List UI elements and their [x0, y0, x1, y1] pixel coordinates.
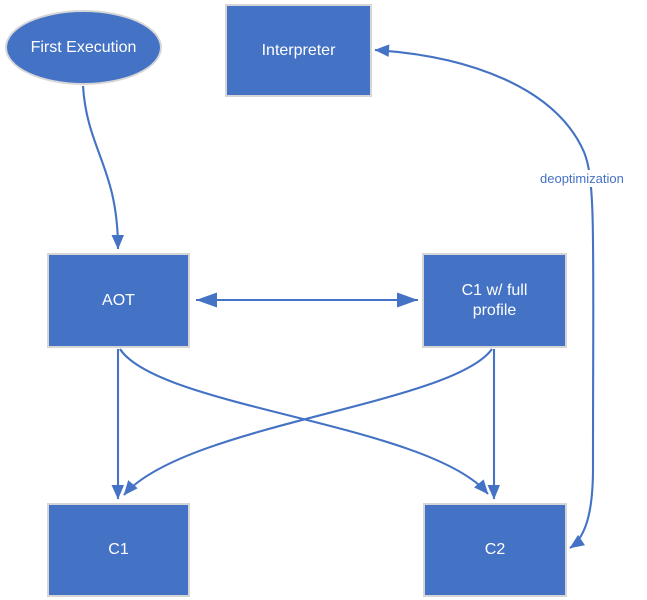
- node-c1-full-profile-label: C1 w/ full profile: [461, 281, 528, 319]
- edge-aot-to-c2: [119, 348, 489, 495]
- node-first-execution: First Execution: [5, 10, 162, 85]
- node-first-execution-label: First Execution: [30, 38, 137, 56]
- node-c1-label: C1: [108, 541, 129, 558]
- node-aot-label: AOT: [102, 291, 135, 309]
- deoptimization-label: deoptimization: [538, 170, 626, 187]
- edge-c1fullprofile-to-c1: [123, 348, 493, 496]
- edge-first-execution-to-aot: [81, 85, 124, 250]
- edge-c2-interpreter-deoptimization: [374, 44, 595, 549]
- node-interpreter-label: Interpreter: [261, 41, 336, 59]
- node-interpreter: Interpreter: [225, 4, 372, 97]
- node-c2: C2: [423, 503, 567, 597]
- node-c1-full-profile: C1 w/ full profile: [422, 253, 567, 348]
- node-c1: C1: [47, 503, 190, 597]
- node-aot: AOT: [47, 253, 190, 348]
- node-c2-label: C2: [484, 541, 506, 558]
